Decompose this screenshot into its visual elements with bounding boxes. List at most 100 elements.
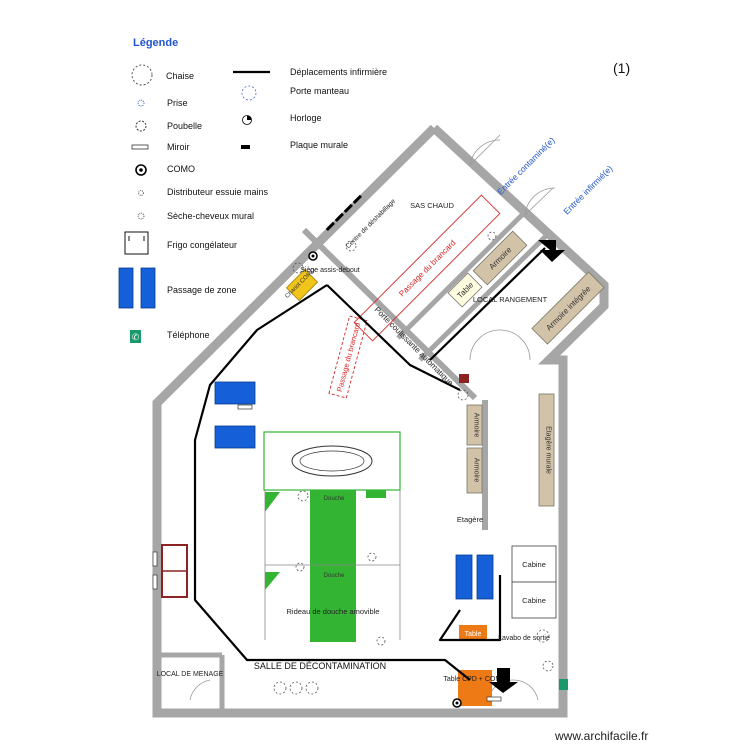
watermark: www.archifacile.fr (555, 729, 649, 743)
shower-strip (310, 490, 356, 642)
rideau-label: Rideau de douche amovible (287, 607, 380, 616)
chair-icon (376, 636, 386, 646)
wall-plates (325, 194, 362, 231)
outer-wall (152, 124, 609, 718)
fridge-icon (124, 231, 149, 255)
phone-icon-glyph: ✆ (132, 332, 140, 342)
wall-plate-icon (334, 212, 344, 222)
phone-icon (130, 330, 141, 343)
table-cpd-label: Table CPD + COMO (443, 676, 507, 683)
mirror-icon (486, 696, 502, 702)
legend-label-deplacements: Déplacements infirmière (290, 67, 388, 77)
douche-1-label: Douche (324, 496, 345, 502)
cabine-2-label: Cabine (522, 596, 546, 605)
entree-infirmiere-label: Entrée infirmié(e) (561, 163, 614, 216)
etagere-murale: Etagère murale (538, 393, 555, 507)
arrow-entree (538, 240, 565, 262)
armoire-1-label: Armoire (473, 413, 480, 438)
phone-icon (459, 374, 469, 383)
mirror-icon (152, 574, 158, 590)
legend-symbols: ✆ (118, 64, 270, 343)
etagere-label: Etagère (457, 515, 483, 524)
chair-icon (289, 681, 303, 695)
towel-dispenser-icon (138, 190, 144, 196)
door-menage (189, 679, 211, 701)
wall-plate-icon (343, 203, 353, 213)
table-orange-label: Table (465, 631, 482, 638)
chair-icon (542, 660, 554, 672)
legend-label-seche: Sèche-cheveux mural (167, 211, 255, 221)
wall-plate-icon (325, 221, 335, 231)
zone-passage-icon-2 (140, 267, 156, 309)
corridor-wall-1 (396, 212, 525, 340)
legend-label-prise: Prise (167, 98, 188, 108)
legend-label-frigo: Frigo congélateur (167, 240, 238, 250)
chair-icon (345, 240, 357, 252)
stretcher-passage-1 (353, 194, 501, 342)
table-small: Table (447, 272, 483, 308)
nurse-path (193, 247, 546, 681)
cabine-1: Cabine (511, 545, 557, 583)
phones (459, 374, 568, 690)
chairs (273, 231, 554, 695)
armoire-2-label: Armoire (473, 458, 480, 483)
local-menage-label: LOCAL DE MENAGE (157, 671, 224, 678)
coat-hanger-icon (241, 85, 257, 101)
zone-passages (214, 381, 494, 600)
mirror-icon (237, 404, 253, 410)
decon-tub (263, 431, 401, 491)
trash-icon (135, 120, 147, 132)
zone-passage-d (476, 554, 494, 600)
legend-label-plaque: Plaque murale (290, 140, 349, 150)
chair-icon (457, 389, 469, 401)
legend-label-miroir: Miroir (167, 142, 190, 152)
shower-frames (264, 490, 401, 640)
entree-contaminee-label: Entrée contaminé(e) (495, 135, 557, 197)
chair-icon (295, 562, 305, 572)
legend-label-porte-manteau: Porte manteau (290, 86, 350, 96)
mirror-icon (131, 144, 149, 150)
legend-label-como: COMO (167, 164, 195, 174)
mirror-icon (152, 551, 158, 567)
chair-icon (131, 64, 153, 86)
zone-passage-icon (118, 267, 134, 309)
shower-triangle-b (265, 572, 280, 590)
doors (189, 134, 556, 701)
zone-passage-c (455, 554, 473, 600)
como-icon (135, 164, 147, 176)
legend-title: Légende (133, 37, 179, 49)
wall-plate-icon (241, 145, 250, 149)
door-entree-contaminee (469, 139, 501, 166)
hair-dryer-icon (137, 212, 145, 220)
legend-label-passage-zone: Passage de zone (167, 285, 237, 295)
armoire-integree: Armoire intégrée (531, 271, 605, 345)
chair-icon (292, 262, 304, 274)
door-corridor (469, 329, 501, 361)
legend-label-telephone: Téléphone (167, 330, 210, 340)
siege-label: Siège assis-debout (300, 267, 360, 274)
phone-icon (559, 679, 568, 690)
table-orange: Table (459, 625, 487, 641)
inner-wall-diagonal (301, 227, 478, 401)
walls (152, 124, 609, 718)
door-entree-infirmiere (524, 187, 556, 216)
cabine-1-label: Cabine (522, 560, 546, 569)
douche-2-label: Douche (324, 573, 345, 579)
shower-triangle-a (265, 492, 280, 512)
cabine-2: Cabine (511, 581, 557, 619)
zone-passage-b (214, 425, 256, 449)
chair-icon (536, 629, 550, 643)
chair-icon (297, 490, 309, 502)
como-icon-dot (139, 168, 143, 172)
outlet-icon (137, 99, 145, 107)
armoire-1: Armoire (466, 404, 483, 446)
salle-deconta-label: SALLE DE DÉCONTAMINATION (254, 661, 386, 671)
etagere-murale-label: Etagère murale (545, 426, 552, 474)
mirrors (152, 404, 502, 702)
legend-label-poubelle: Poubelle (167, 121, 203, 131)
corridor-wall-2 (418, 232, 550, 362)
chair-icon (487, 231, 497, 241)
lavabo-label: Lavabo de sortie (498, 635, 550, 642)
armoire-2: Armoire (466, 447, 483, 494)
